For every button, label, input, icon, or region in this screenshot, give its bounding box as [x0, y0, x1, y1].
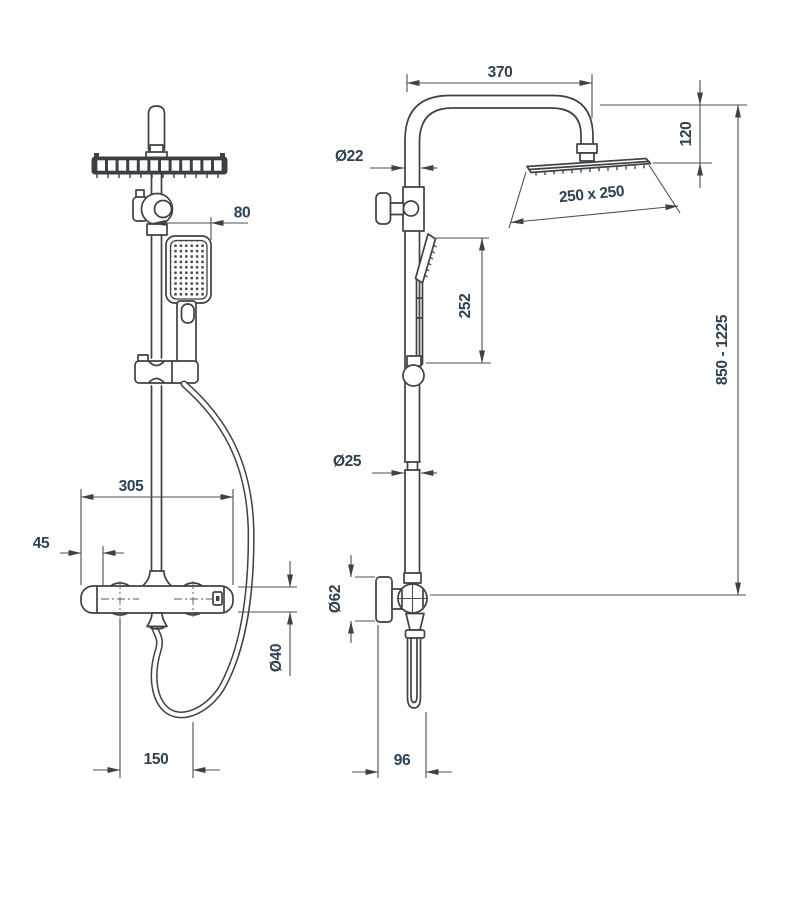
dim-column-height-range: 850 - 1225 — [430, 104, 746, 596]
diverter-side — [375, 186, 425, 232]
nozzle-ticks-side — [535, 165, 645, 176]
shower-hose-front — [150, 380, 255, 719]
dim-label-850-1225: 850 - 1225 — [714, 314, 731, 385]
dim-label-305: 305 — [119, 478, 144, 495]
nozzle-ticks — [96, 174, 219, 178]
dim-handset-length: 252 — [426, 237, 491, 364]
hand-shower-front — [165, 235, 212, 368]
diverter-front — [132, 189, 174, 236]
dim-arm-reach: 370 — [406, 64, 593, 118]
dim-label-45: 45 — [33, 535, 50, 552]
dim-label-120: 120 — [678, 122, 695, 147]
dim-label-252: 252 — [457, 294, 474, 319]
slider-holder-side — [402, 355, 425, 387]
hand-shower-side — [414, 233, 437, 367]
dim-mixer-width: 305 — [80, 478, 234, 585]
rain-head-front — [91, 153, 228, 178]
dim-label-dia40: Ø40 — [268, 644, 285, 672]
wall-bracket-side — [375, 572, 428, 639]
dim-head-size: 250 x 250 — [508, 164, 681, 229]
dim-label-dia25: Ø25 — [333, 453, 362, 470]
dim-label-370: 370 — [488, 64, 513, 81]
dim-head-drop: 120 — [600, 80, 747, 188]
dim-label-250x250: 250 x 250 — [558, 183, 625, 206]
dim-inlet-spacing: 150 — [93, 618, 220, 778]
front-riser-pipe — [145, 105, 168, 572]
dim-wall-offset: 96 — [352, 625, 452, 778]
front-view: 80 305 45 Ø40 150 — [33, 105, 297, 778]
dim-handle-offset: 45 — [33, 535, 124, 585]
slider-bracket-front — [134, 354, 199, 384]
dim-upper-pipe-diameter: Ø22 — [335, 148, 437, 171]
dim-label-dia22: Ø22 — [335, 148, 363, 165]
dim-label-96: 96 — [394, 752, 411, 769]
side-column-pipe — [404, 94, 594, 574]
dim-bracket-diameter: Ø62 — [327, 555, 375, 643]
dim-label-80: 80 — [234, 205, 250, 222]
dim-label-dia62: Ø62 — [327, 585, 344, 613]
dim-lower-pipe-diameter: Ø25 — [333, 453, 437, 476]
dim-handset-width: 80 — [152, 205, 251, 240]
mixer-front — [80, 570, 234, 630]
dim-label-150: 150 — [144, 751, 169, 768]
side-view: 370 120 250 x 250 Ø22 252 — [327, 64, 747, 778]
rain-head-side — [526, 143, 652, 176]
dim-mixer-diameter: Ø40 — [238, 561, 297, 676]
shower-hose-side — [406, 637, 422, 709]
